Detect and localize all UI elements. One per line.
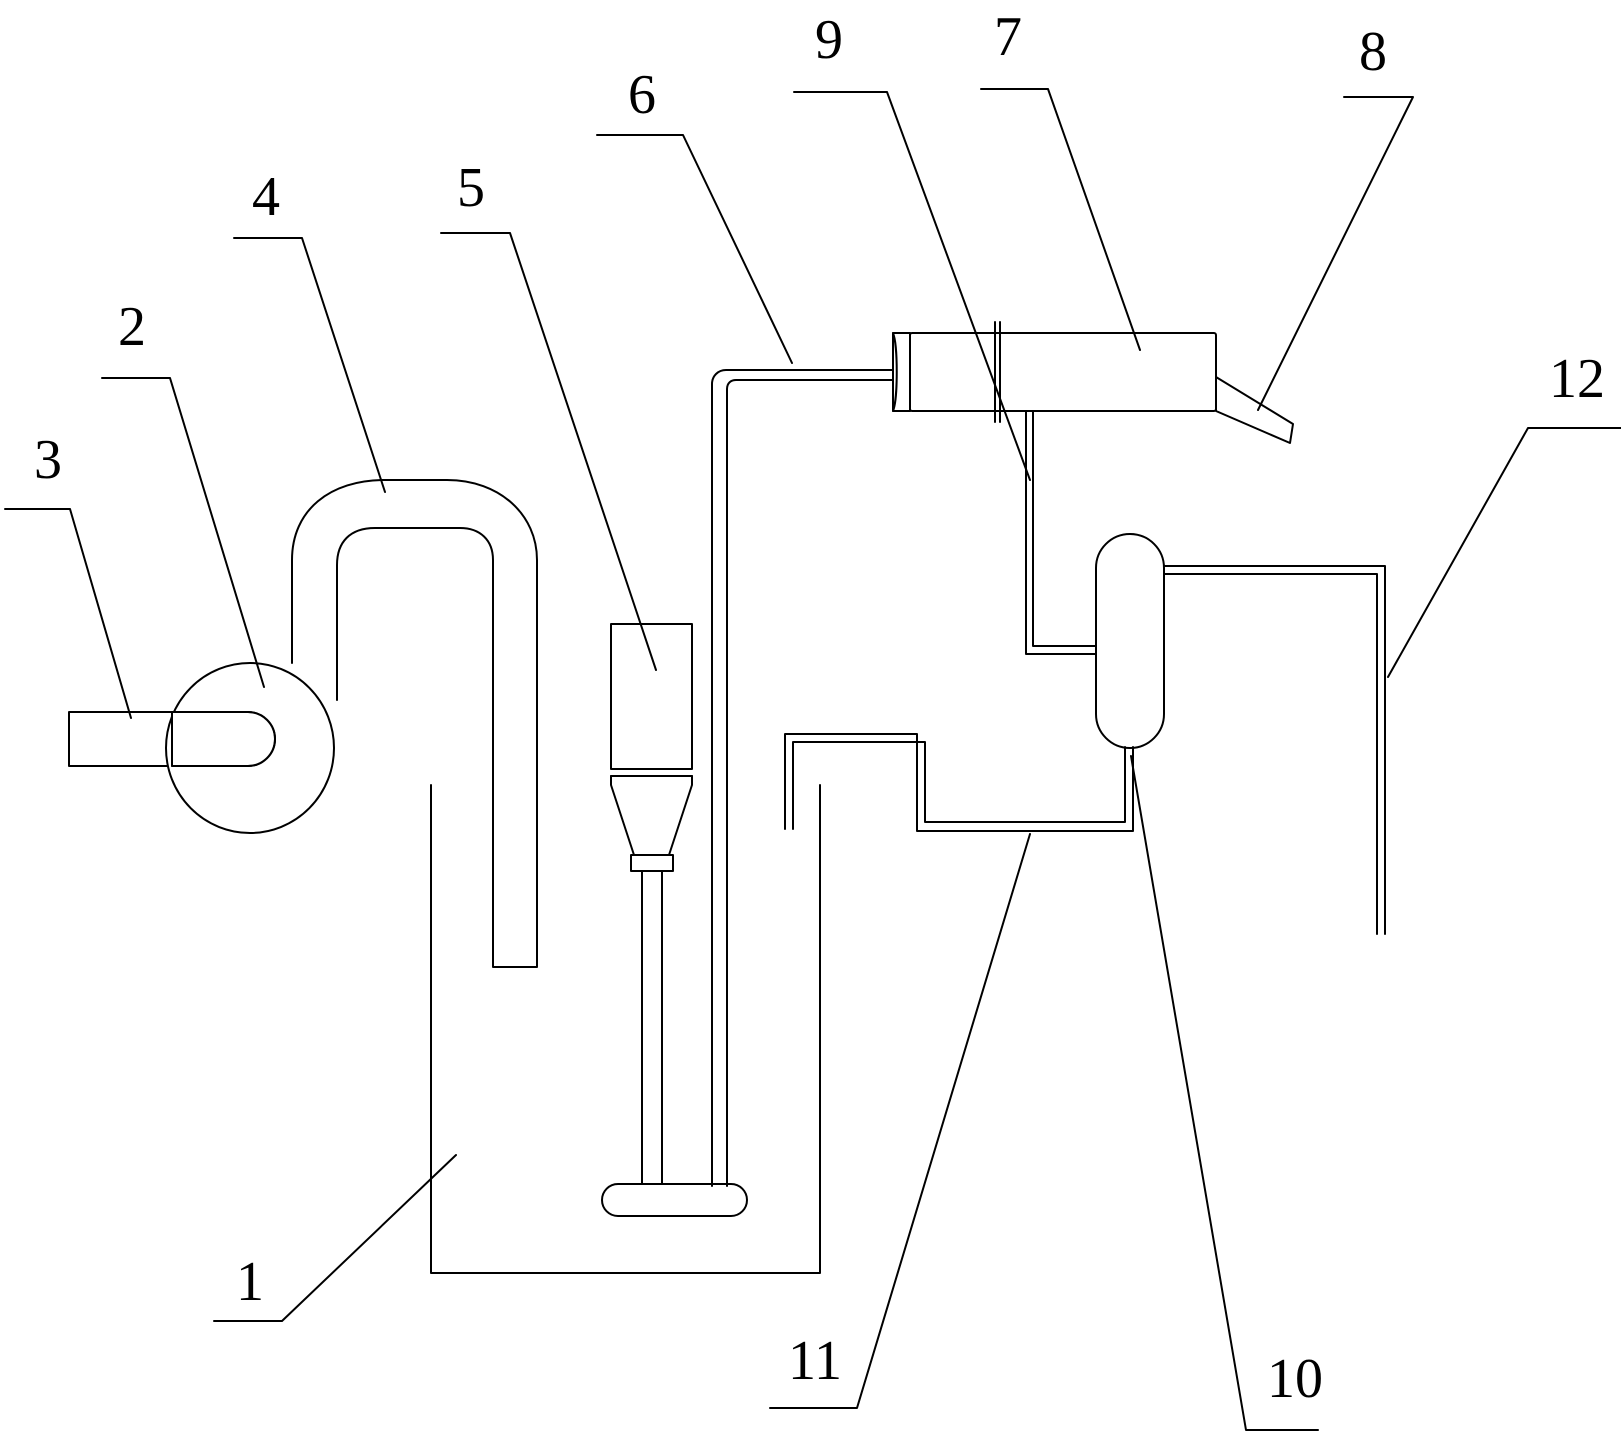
pump [165,662,335,834]
leader-lines [4,88,1621,1431]
connecting-pipe [1025,410,1097,655]
separator-vessel [1095,533,1165,749]
return-pipe [291,479,538,968]
label-5: 5 [457,157,485,219]
vent-pipe [1163,565,1386,935]
label-2: 2 [118,296,146,358]
label-7: 7 [994,6,1022,68]
label-9: 9 [815,9,843,71]
label-3: 3 [34,429,62,491]
label-4: 4 [252,166,280,228]
transfer-pipe [711,369,894,1187]
label-11: 11 [788,1330,842,1392]
nozzle [1215,376,1294,444]
tank [430,784,821,1274]
label-8: 8 [1359,21,1387,83]
cyclone-separator [601,623,748,1217]
label-12: 12 [1549,348,1605,410]
label-10: 10 [1267,1348,1323,1410]
outlet-pipe [784,733,1134,832]
cylinder-body [892,321,1217,423]
label-6: 6 [628,64,656,126]
label-1: 1 [236,1251,264,1313]
